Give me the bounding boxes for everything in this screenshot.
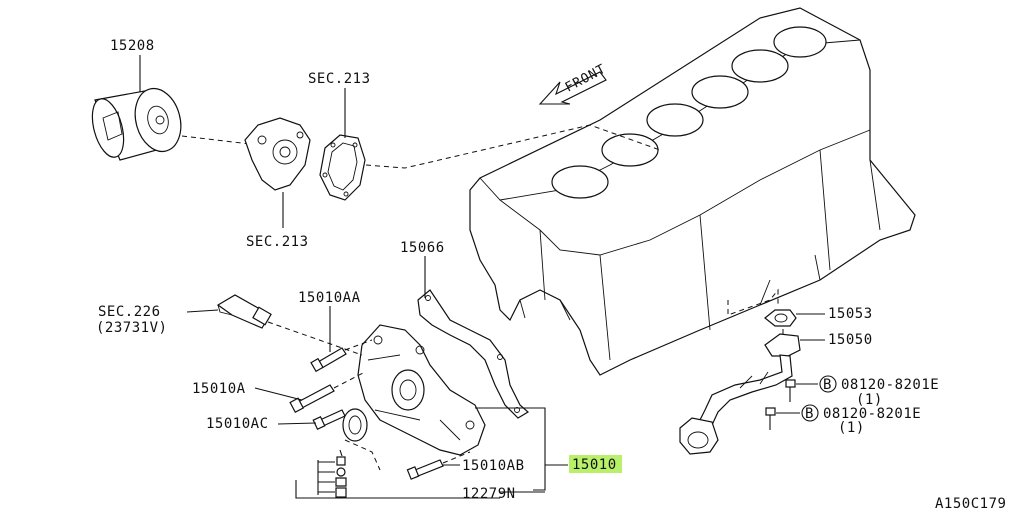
label-bolt-b2-qty: (1)	[838, 420, 865, 436]
cylinder-bore-5	[731, 49, 789, 83]
cylinder-bore-4	[691, 75, 749, 109]
bolt-15010AA	[310, 347, 347, 373]
oil-strainer	[679, 333, 801, 455]
bracket-gasket	[319, 134, 366, 201]
label-15010AA: 15010AA	[298, 290, 361, 306]
label-sec226: SEC.226	[98, 304, 161, 320]
label-12279N: 12279N	[462, 486, 516, 502]
badge-b-1-letter: B	[823, 377, 832, 393]
strainer-bolt-2	[765, 407, 776, 430]
gasket-to-block-line	[365, 124, 661, 169]
cylinder-bore-1	[551, 165, 609, 199]
figure-code: A150C179	[935, 496, 1006, 512]
bracket-15010	[475, 407, 546, 491]
label-15066: 15066	[400, 240, 445, 256]
label-15010[interactable]: 15010	[572, 457, 617, 473]
strainer-gasket	[764, 309, 797, 327]
leader-15010A	[254, 387, 303, 401]
label-bolt-b1: 08120-8201E	[841, 377, 939, 393]
front-oil-seal	[342, 408, 368, 442]
crank-sensor	[216, 294, 272, 329]
label-15010AC: 15010AC	[206, 416, 269, 432]
highlight-15010	[569, 455, 622, 473]
strainer-bolt-1	[785, 379, 796, 402]
oil-filter	[91, 87, 182, 161]
cylinder-bore-3	[646, 103, 704, 137]
filter-bracket	[244, 117, 311, 191]
cylinder-bore-2	[601, 133, 659, 167]
badge-b-2	[801, 404, 819, 422]
bolt-15010AB	[406, 459, 444, 480]
label-sec226-sub: (23731V)	[96, 320, 167, 336]
label-15010AB: 15010AB	[462, 458, 525, 474]
bolt-15010A	[289, 384, 335, 413]
label-15050: 15050	[828, 332, 873, 348]
leader-15010AC	[277, 422, 317, 425]
label-15208: 15208	[110, 38, 155, 54]
label-sec213-bottom: SEC.213	[246, 234, 309, 250]
bolt-15010AC	[312, 409, 346, 431]
leader-sec226	[186, 309, 219, 313]
engine-block	[469, 7, 916, 376]
label-sec213-top: SEC.213	[308, 71, 371, 87]
cylinder-bore-6	[773, 26, 827, 58]
label-15053: 15053	[828, 306, 873, 322]
oil-pump-body	[357, 324, 486, 456]
label-15010A: 15010A	[192, 381, 246, 397]
relief-valve-parts	[295, 439, 500, 499]
badge-b-2-letter: B	[805, 406, 814, 422]
front-arrow: FRONT	[538, 62, 609, 105]
label-bolt-b2: 08120-8201E	[823, 406, 921, 422]
filter-to-bracket-line	[181, 135, 251, 145]
label-bolt-b1-qty: (1)	[856, 392, 883, 408]
sensor-to-pump-line	[267, 321, 363, 356]
badge-b-1	[819, 375, 837, 393]
